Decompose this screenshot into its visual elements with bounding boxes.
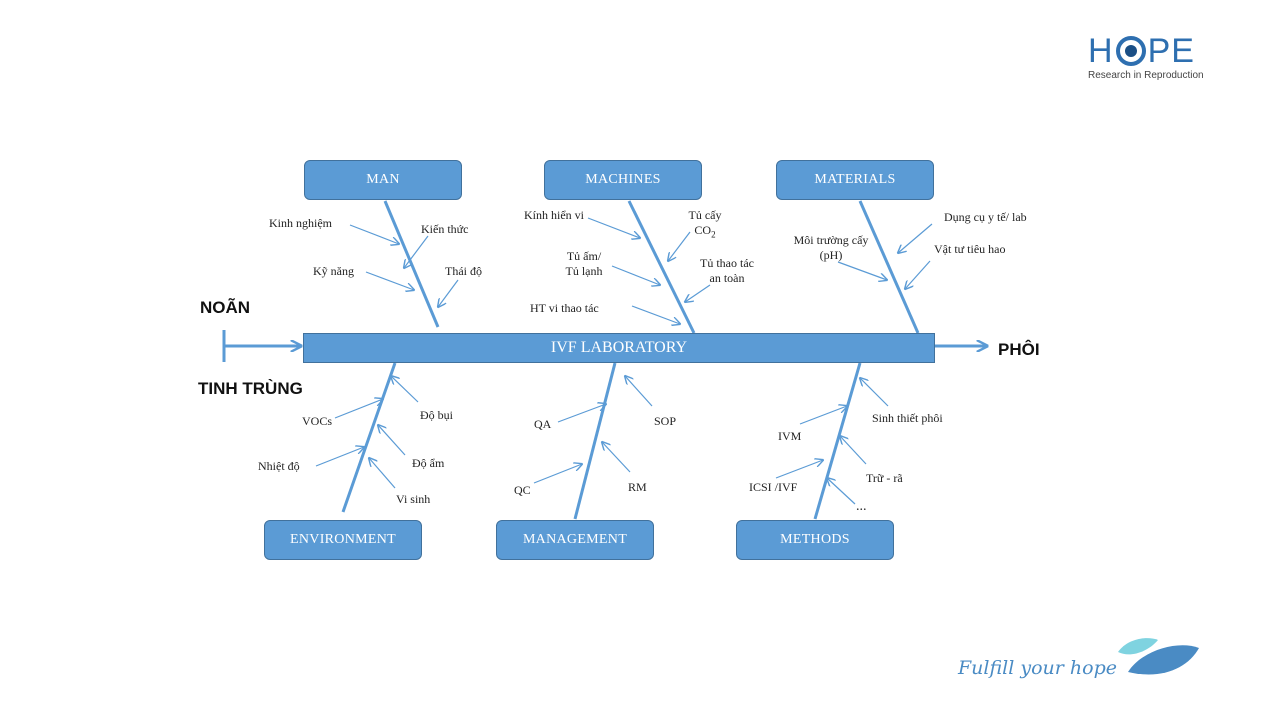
logo-eye-icon bbox=[1115, 36, 1146, 66]
cause-ht-vi-thao-tac: HT vi thao tác bbox=[530, 301, 599, 315]
input-tinh-trung: TINH TRÙNG bbox=[198, 379, 303, 398]
arrow-ky-nang bbox=[365, 271, 414, 290]
arrow-dung-cu bbox=[898, 223, 933, 253]
bone-environment bbox=[341, 362, 397, 513]
cause-qa: QA bbox=[534, 417, 552, 431]
cause-tu-am-tu-lanh: Tủ ấm/ Tủ lạnh bbox=[556, 249, 612, 279]
arrow-sop bbox=[625, 376, 653, 407]
category-environment: ENVIRONMENT bbox=[264, 520, 422, 560]
arrow-qc bbox=[533, 464, 582, 484]
arrow-kien-thuc bbox=[404, 235, 429, 268]
cause-tu-cay-line1: Tủ cấy bbox=[688, 208, 722, 222]
category-methods: METHODS bbox=[736, 520, 894, 560]
arrow-etc bbox=[827, 478, 856, 505]
cause-tu-cay: Tủ cấy CO2 bbox=[680, 208, 730, 242]
bone-management bbox=[573, 362, 617, 520]
cause-tu-thao-tac-an-toan: Tủ thao tác an toàn bbox=[692, 256, 762, 286]
leaf-large-icon bbox=[1128, 645, 1199, 675]
cause-icsi-ivf: ICSI /IVF bbox=[749, 480, 798, 494]
bone-machines bbox=[627, 200, 696, 334]
arrow-rm bbox=[602, 442, 631, 473]
cause-sop: SOP bbox=[654, 414, 677, 428]
cause-co2: CO2 bbox=[694, 223, 716, 240]
cause-an-toan: an toàn bbox=[709, 271, 745, 285]
bone-materials bbox=[858, 200, 920, 334]
arrow-icsi bbox=[775, 460, 823, 479]
cause-co2-base: CO bbox=[694, 223, 712, 237]
cause-dung-cu: Dụng cụ y tế/ lab bbox=[944, 210, 1027, 224]
bone-man bbox=[383, 200, 440, 328]
arrow-tru-ra bbox=[840, 436, 867, 465]
cause-vi-sinh: Vi sinh bbox=[396, 492, 431, 506]
cause-thai-do: Thái độ bbox=[445, 264, 482, 278]
arrow-thai-do bbox=[438, 279, 459, 307]
cause-vocs: VOCs bbox=[302, 414, 333, 428]
cause-ellipsis: ... bbox=[856, 499, 867, 514]
leaf-small-icon bbox=[1118, 638, 1158, 655]
arrow-qa bbox=[557, 404, 606, 423]
category-machines: MACHINES bbox=[544, 160, 702, 200]
arrow-kinh-hien-vi bbox=[587, 217, 640, 238]
cause-vat-tu: Vật tư tiêu hao bbox=[934, 242, 1006, 256]
cause-ph: (pH) bbox=[819, 248, 843, 262]
category-materials: MATERIALS bbox=[776, 160, 934, 200]
cause-kinh-hien-vi: Kính hiển vi bbox=[524, 208, 584, 222]
logo-text-left: H bbox=[1088, 32, 1114, 70]
cause-tu-lanh: Tủ lạnh bbox=[565, 264, 603, 278]
cause-qc: QC bbox=[514, 483, 531, 497]
cause-co2-subscript: 2 bbox=[711, 229, 716, 240]
arrow-do-bui bbox=[391, 376, 419, 403]
cause-moi-truong: Môi trường cấy bbox=[793, 233, 869, 247]
arrow-ivm bbox=[799, 406, 847, 425]
arrow-vi-sinh bbox=[369, 458, 396, 489]
tagline: Fulfill your hope bbox=[958, 657, 1117, 679]
category-man: MAN bbox=[304, 160, 462, 200]
arrow-tu-cay bbox=[668, 231, 691, 261]
cause-tu-am: Tủ ấm/ bbox=[566, 249, 602, 263]
hope-logo: H PE Research in Reproduction bbox=[1088, 34, 1204, 81]
arrow-do-am bbox=[378, 425, 406, 456]
arrow-nhiet-do bbox=[315, 447, 364, 467]
cause-kinh-nghiem: Kinh nghiệm bbox=[269, 216, 332, 230]
cause-rm: RM bbox=[628, 480, 647, 494]
cause-tru-ra: Trữ - rã bbox=[866, 471, 903, 485]
cause-do-am: Độ ẩm bbox=[412, 456, 445, 470]
input-noan: NOÃN bbox=[200, 298, 251, 317]
spine-ivf-laboratory: IVF LABORATORY bbox=[303, 333, 935, 363]
arrow-tu-thao-tac bbox=[685, 284, 711, 302]
arrow-ht-vi-thao-tac bbox=[631, 305, 680, 324]
cause-kien-thuc: Kiến thức bbox=[421, 222, 469, 236]
cause-sinh-thiet-phoi: Sinh thiết phôi bbox=[872, 411, 943, 425]
output-phoi: PHÔI bbox=[998, 340, 1040, 359]
arrow-sinh-thiet bbox=[860, 378, 889, 407]
arrow-tu-am bbox=[611, 265, 660, 285]
arrow-vocs bbox=[334, 399, 383, 419]
cause-ky-nang: Kỹ năng bbox=[313, 264, 354, 278]
cause-moi-truong-cay: Môi trường cấy (pH) bbox=[786, 233, 876, 263]
logo-text-right: PE bbox=[1147, 32, 1195, 70]
cause-do-bui: Độ bụi bbox=[420, 408, 453, 422]
arrow-kinh-nghiem bbox=[349, 224, 399, 244]
arrow-moi-truong bbox=[837, 261, 887, 280]
cause-ivm: IVM bbox=[778, 429, 802, 443]
logo-subtitle: Research in Reproduction bbox=[1088, 70, 1204, 81]
cause-tu-thao-tac: Tủ thao tác bbox=[700, 256, 754, 270]
bone-methods bbox=[813, 362, 862, 520]
category-management: MANAGEMENT bbox=[496, 520, 654, 560]
cause-nhiet-do: Nhiệt độ bbox=[258, 459, 300, 473]
arrow-vat-tu bbox=[905, 260, 931, 289]
